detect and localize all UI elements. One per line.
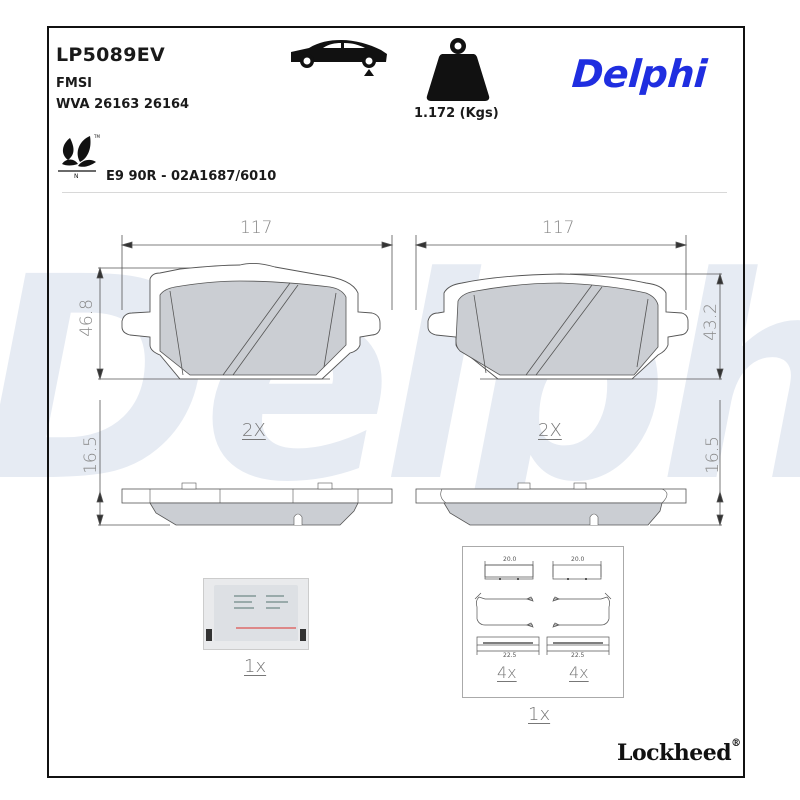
svg-text:22.5: 22.5: [503, 652, 517, 659]
pad-left-height-dim: 46.8: [76, 299, 97, 337]
pad-right-height-dim: 43.2: [700, 303, 721, 341]
fmsi-label: FMSI: [56, 76, 93, 91]
clip-left-quantity: 4x: [497, 663, 517, 682]
car-axle-position-icon: [291, 40, 387, 76]
delphi-logo: Delphi: [570, 52, 709, 96]
pad-right-width-dim: 117: [542, 218, 575, 238]
pad-left-thickness-dim: 16.5: [80, 436, 101, 474]
clip-right-quantity: 4x: [569, 663, 589, 682]
lockheed-logo: Lockheed®: [617, 738, 741, 766]
clip-kit-box: 20.0 20.0 22.5 22.5 4x 4x: [462, 546, 624, 698]
weight-icon: [426, 38, 490, 101]
svg-text:20.0: 20.0: [503, 556, 517, 563]
clip-kit-quantity: 1x: [528, 704, 551, 725]
brake-pad-left-drawing: [96, 235, 394, 527]
pad-right-thickness-dim: 16.5: [702, 436, 723, 474]
header-divider: [62, 192, 727, 193]
eco-leaf-icon: N TM: [58, 134, 100, 178]
brake-pad-right-drawing: [414, 235, 724, 527]
lockheed-text: Lockheed: [617, 740, 732, 766]
ece-approval: E9 90R - 02A1687/6010: [106, 169, 277, 184]
wva-numbers: WVA 26163 26164: [56, 97, 190, 112]
pad-left-width-dim: 117: [240, 218, 273, 238]
svg-text:22.5: 22.5: [571, 652, 585, 659]
grease-sachet-quantity: 1x: [244, 656, 267, 677]
svg-text:TM: TM: [93, 134, 100, 139]
delphi-watermark: Delphi: [0, 255, 800, 495]
pad-left-quantity: 2X: [242, 420, 266, 441]
part-number: LP5089EV: [56, 44, 165, 66]
clip-kit-drawing: 20.0 20.0 22.5 22.5: [474, 556, 612, 659]
grease-sachet-image: [203, 578, 309, 650]
pad-right-quantity: 2X: [538, 420, 562, 441]
registered-mark: ®: [731, 738, 741, 749]
svg-text:Delphi: Delphi: [0, 255, 800, 495]
weight-value: 1.172 (Kgs): [414, 106, 499, 121]
spec-sheet-frame: [47, 26, 745, 778]
svg-text:20.0: 20.0: [571, 556, 585, 563]
svg-text:N: N: [74, 173, 79, 178]
